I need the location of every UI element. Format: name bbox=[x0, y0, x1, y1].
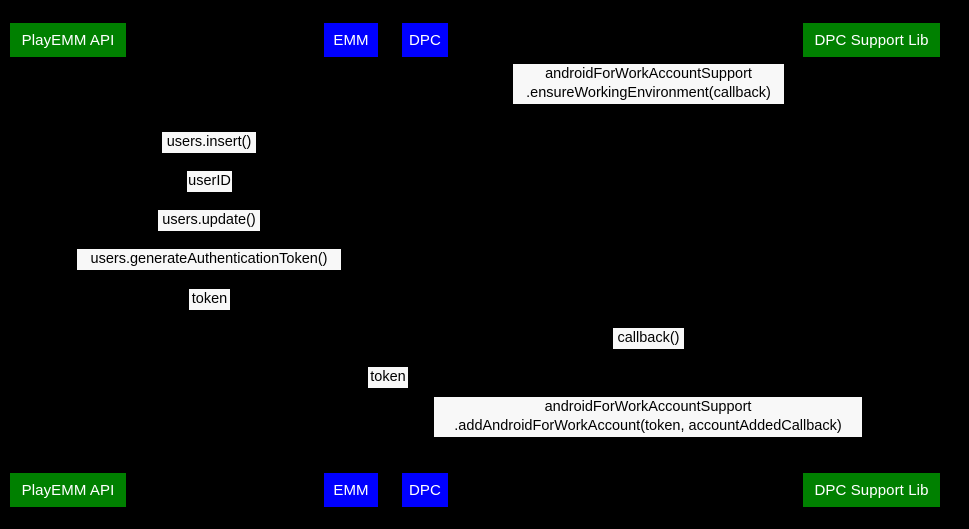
message-label-line: callback() bbox=[617, 330, 680, 346]
lifeline-playemm-api bbox=[68, 57, 69, 473]
participant-label: EMM bbox=[333, 481, 369, 499]
participant-label: DPC Support Lib bbox=[814, 481, 929, 499]
participant-footer-playemm-api[interactable]: PlayEMM API bbox=[10, 473, 126, 507]
message-label-msg-ensure-working-environment: androidForWorkAccountSupport .ensureWorki… bbox=[513, 64, 784, 104]
participant-footer-dpc[interactable]: DPC bbox=[402, 473, 448, 507]
message-label-line: androidForWorkAccountSupport bbox=[545, 66, 752, 82]
message-arrow-msg-users-update bbox=[68, 232, 351, 233]
message-label-line: .ensureWorkingEnvironment(callback) bbox=[526, 85, 771, 101]
participant-header-dpc-support-lib[interactable]: DPC Support Lib bbox=[803, 23, 940, 57]
message-label-line: users.update() bbox=[162, 212, 256, 228]
message-arrow-msg-userid bbox=[68, 193, 351, 194]
lifeline-dpc bbox=[425, 57, 426, 473]
message-arrow-msg-callback bbox=[425, 350, 871, 351]
message-label-msg-token-to-dpc: token bbox=[368, 367, 408, 388]
message-label-msg-add-android-for-work-account: androidForWorkAccountSupport .addAndroidF… bbox=[434, 397, 862, 437]
message-label-line: userID bbox=[188, 173, 231, 189]
participant-header-dpc[interactable]: DPC bbox=[402, 23, 448, 57]
message-arrow-msg-token-to-emm bbox=[68, 311, 351, 312]
message-label-line: users.generateAuthenticationToken() bbox=[90, 251, 328, 267]
participant-header-emm[interactable]: EMM bbox=[324, 23, 378, 57]
message-arrow-msg-users-insert bbox=[68, 154, 351, 155]
message-arrow-msg-ensure-working-environment bbox=[425, 105, 871, 106]
message-label-line: .addAndroidForWorkAccount(token, account… bbox=[454, 418, 842, 434]
message-arrow-msg-add-android-for-work-account bbox=[425, 438, 871, 439]
participant-footer-dpc-support-lib[interactable]: DPC Support Lib bbox=[803, 473, 940, 507]
participant-label: DPC Support Lib bbox=[814, 31, 929, 49]
message-label-msg-users-insert: users.insert() bbox=[162, 132, 256, 153]
participant-label: PlayEMM API bbox=[21, 31, 115, 49]
participant-footer-emm[interactable]: EMM bbox=[324, 473, 378, 507]
lifeline-emm bbox=[351, 57, 352, 473]
message-label-line: token bbox=[191, 291, 228, 307]
message-label-msg-callback: callback() bbox=[613, 328, 684, 349]
message-arrow-msg-token-to-dpc bbox=[351, 389, 425, 390]
message-arrow-msg-users-generate-authentication-token bbox=[68, 271, 351, 272]
message-label-msg-users-generate-authentication-token: users.generateAuthenticationToken() bbox=[77, 249, 341, 270]
participant-header-playemm-api[interactable]: PlayEMM API bbox=[10, 23, 126, 57]
message-label-msg-token-to-emm: token bbox=[189, 289, 230, 310]
participant-label: PlayEMM API bbox=[21, 481, 115, 499]
message-label-msg-users-update: users.update() bbox=[158, 210, 260, 231]
participant-label: EMM bbox=[333, 31, 369, 49]
participant-label: DPC bbox=[409, 481, 441, 499]
message-label-msg-userid: userID bbox=[187, 171, 232, 192]
message-label-line: androidForWorkAccountSupport bbox=[544, 399, 752, 415]
lifeline-dpc-support-lib bbox=[871, 57, 872, 473]
message-label-line: users.insert() bbox=[166, 134, 252, 150]
participant-label: DPC bbox=[409, 31, 441, 49]
message-label-line: token bbox=[370, 369, 406, 385]
